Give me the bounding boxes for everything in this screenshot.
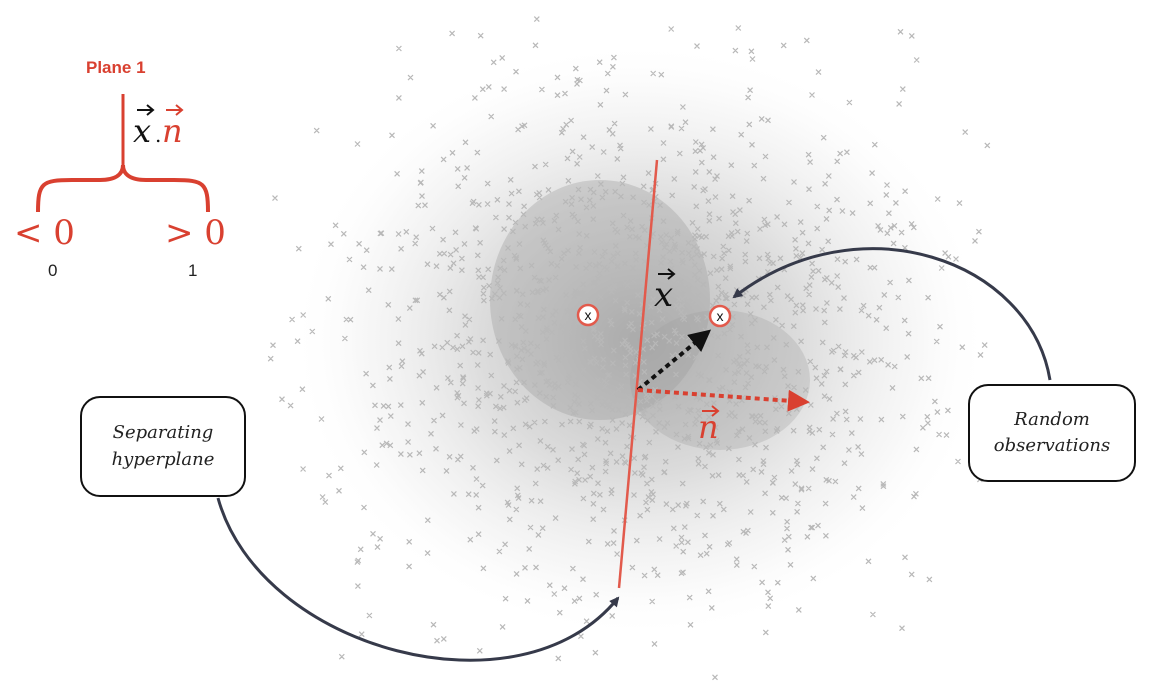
- point-cloud: [267, 16, 998, 681]
- arc-to-observations: [732, 247, 1052, 381]
- svg-text:x: x: [717, 308, 724, 324]
- dot-product-label: x . n: [133, 104, 184, 150]
- callout-line: observations: [993, 435, 1111, 456]
- less-than-zero-label: < 0: [14, 213, 75, 253]
- x-vector-arrow: [636, 329, 712, 392]
- hash-value-zero: 0: [48, 261, 58, 280]
- arc-to-hyperplane: [216, 497, 620, 662]
- observation-marker-left: x: [576, 303, 600, 327]
- random-observations-callout: Random observations: [968, 384, 1136, 482]
- svg-text:n: n: [698, 408, 719, 446]
- hash-value-one: 1: [188, 261, 198, 280]
- observation-marker-right: x: [708, 304, 732, 328]
- svg-text:.: .: [155, 123, 161, 147]
- callout-line: Separating: [112, 422, 214, 444]
- svg-text:n: n: [162, 112, 183, 150]
- callout-line: hyperplane: [111, 448, 215, 470]
- svg-text:x: x: [133, 112, 151, 150]
- x-vector-label: x: [654, 268, 676, 315]
- greater-than-zero-label: > 0: [165, 213, 226, 253]
- svg-text:x: x: [654, 275, 673, 315]
- svg-text:x: x: [585, 307, 592, 323]
- curly-brace: [36, 164, 210, 213]
- separating-hyperplane-callout: Separating hyperplane: [80, 396, 246, 497]
- callout-line: Random: [1014, 408, 1090, 430]
- n-vector-label: n: [698, 405, 720, 446]
- n-vector-arrow: [637, 388, 810, 412]
- plane-title: Plane 1: [86, 58, 146, 77]
- separating-hyperplane-line: [617, 159, 659, 589]
